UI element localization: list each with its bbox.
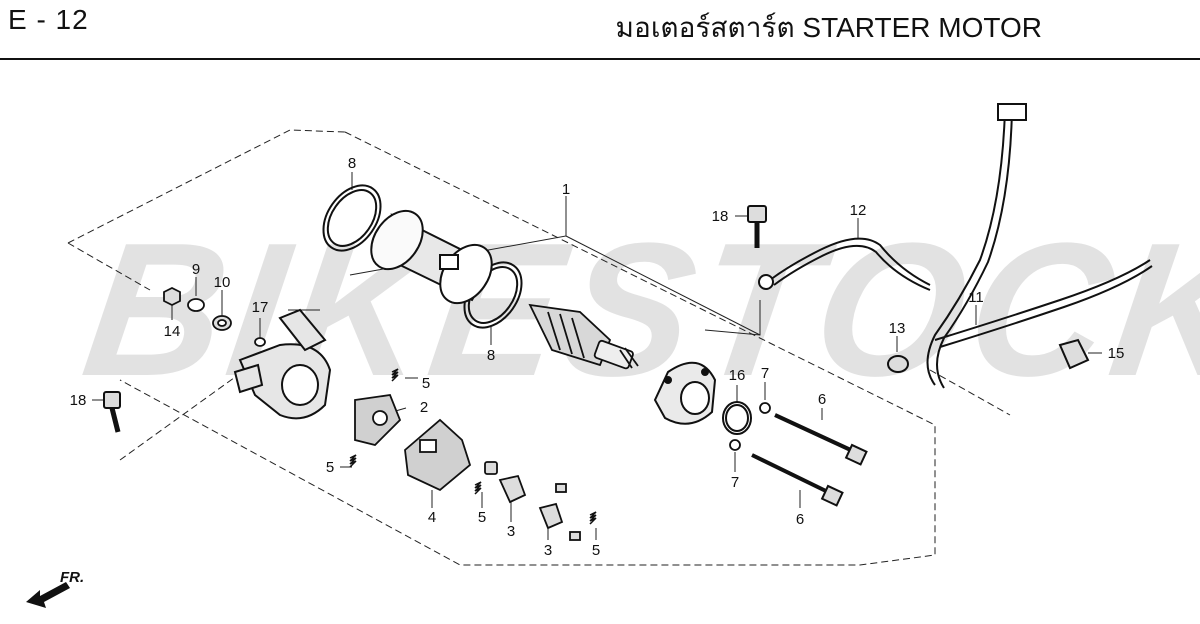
callout-8b: 8 — [487, 347, 495, 364]
callout-18b: 18 — [712, 208, 729, 225]
callout-13: 13 — [889, 320, 906, 337]
callout-8a: 8 — [348, 155, 356, 172]
front-cover — [653, 361, 717, 425]
callout-7b: 7 — [731, 474, 739, 491]
callout-18a: 18 — [70, 392, 87, 409]
o-ring-front — [322, 184, 382, 252]
header-divider — [0, 58, 1200, 60]
armature — [528, 303, 639, 370]
bolt-18-right — [747, 205, 767, 248]
callout-14: 14 — [164, 323, 181, 340]
bolt-18-left — [103, 391, 121, 433]
callout-6b: 6 — [796, 511, 804, 528]
callout-17: 17 — [252, 299, 269, 316]
cap-15 — [1058, 338, 1090, 370]
direction-label: FR. — [60, 569, 84, 586]
callout-16: 16 — [729, 367, 746, 384]
callout-7a: 7 — [761, 365, 769, 382]
callout-2: 2 — [420, 399, 428, 416]
callout-1: 1 — [562, 181, 570, 198]
nut-13 — [887, 355, 909, 373]
springs — [349, 368, 597, 525]
callout-4: 4 — [428, 509, 436, 526]
motor-case — [370, 209, 493, 305]
direction-indicator: FR. — [26, 569, 84, 608]
callout-3a: 3 — [507, 523, 515, 540]
callout-labels: 1 2 3 3 4 5 5 5 5 6 6 7 7 8 8 9 10 11 12… — [70, 155, 1125, 559]
battery-cable — [926, 103, 1153, 389]
small-parts-left — [163, 286, 266, 347]
callout-10: 10 — [214, 274, 231, 291]
brush-terminals — [484, 461, 581, 541]
page-title: มอเตอร์สตาร์ต STARTER MOTOR — [615, 12, 1042, 43]
callout-5c: 5 — [478, 509, 486, 526]
leader-lines — [92, 172, 1102, 540]
callout-6a: 6 — [818, 391, 826, 408]
through-bolts — [751, 413, 868, 507]
starter-cable — [758, 237, 931, 291]
brush-holder — [354, 394, 472, 492]
assembly-boundary — [67, 129, 1011, 566]
callout-5b: 5 — [326, 459, 334, 476]
callout-12: 12 — [850, 202, 867, 219]
callout-5d: 5 — [592, 542, 600, 559]
rear-housing — [233, 308, 332, 420]
washers-7 — [729, 402, 771, 451]
callout-9: 9 — [192, 261, 200, 278]
callout-11: 11 — [968, 289, 984, 306]
callout-3b: 3 — [544, 542, 552, 559]
page-code: E - 12 — [8, 4, 89, 35]
callout-5a: 5 — [422, 375, 430, 392]
front-arrow-icon — [26, 582, 70, 608]
callout-15: 15 — [1108, 345, 1125, 362]
cover-o-ring — [722, 401, 752, 435]
